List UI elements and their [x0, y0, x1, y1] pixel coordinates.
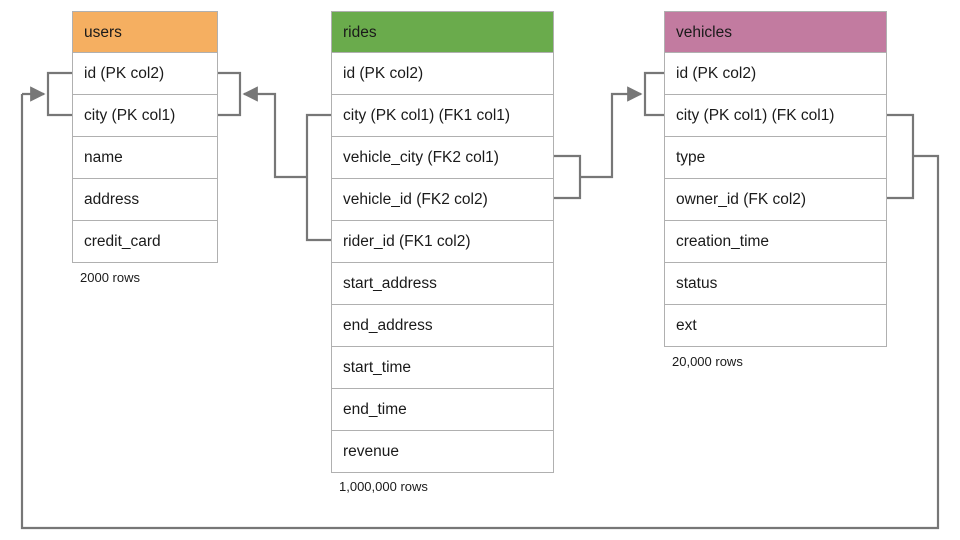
table-rides-column-vehicle-id[interactable]: vehicle_id (FK2 col2): [331, 179, 554, 221]
connector-rides-fk2-bracket: [554, 154, 582, 200]
table-rides-row-count: 1,000,000 rows: [339, 479, 428, 494]
table-rides-column-city[interactable]: city (PK col1) (FK1 col1): [331, 95, 554, 137]
table-users-row-count: 2000 rows: [80, 270, 140, 285]
table-users-header: users: [72, 11, 218, 53]
table-vehicles[interactable]: vehicles id (PK col2) city (PK col1) (FK…: [664, 11, 887, 347]
table-vehicles-column-creation-time[interactable]: creation_time: [664, 221, 887, 263]
table-users-column-name[interactable]: name: [72, 137, 218, 179]
table-rides-column-id[interactable]: id (PK col2): [331, 53, 554, 95]
table-rides-column-revenue[interactable]: revenue: [331, 431, 554, 473]
table-vehicles-column-city[interactable]: city (PK col1) (FK col1): [664, 95, 887, 137]
table-rides-column-rider-id[interactable]: rider_id (FK1 col2): [331, 221, 554, 263]
table-rides-column-end-address[interactable]: end_address: [331, 305, 554, 347]
table-vehicles-column-status[interactable]: status: [664, 263, 887, 305]
table-users-column-credit-card[interactable]: credit_card: [72, 221, 218, 263]
table-users[interactable]: users id (PK col2) city (PK col1) name a…: [72, 11, 218, 263]
table-vehicles-header: vehicles: [664, 11, 887, 53]
table-rides-column-start-address[interactable]: start_address: [331, 263, 554, 305]
table-rides-header: rides: [331, 11, 554, 53]
connector-rides-fk2-path: [580, 86, 643, 179]
table-vehicles-row-count: 20,000 rows: [672, 354, 743, 369]
table-vehicles-column-owner-id[interactable]: owner_id (FK col2): [664, 179, 887, 221]
table-rides[interactable]: rides id (PK col2) city (PK col1) (FK1 c…: [331, 11, 554, 473]
connector-users-right-bracket: [218, 71, 242, 117]
connector-rides-fk1-bracket: [305, 113, 331, 242]
table-vehicles-column-type[interactable]: type: [664, 137, 887, 179]
table-rides-column-vehicle-city[interactable]: vehicle_city (FK2 col1): [331, 137, 554, 179]
table-vehicles-column-ext[interactable]: ext: [664, 305, 887, 347]
connector-rides-fk1-path: [264, 92, 307, 179]
table-users-column-id[interactable]: id (PK col2): [72, 53, 218, 95]
table-users-column-city[interactable]: city (PK col1): [72, 95, 218, 137]
table-rides-column-start-time[interactable]: start_time: [331, 347, 554, 389]
connector-vehicles-fk-bracket: [887, 113, 915, 200]
table-users-column-address[interactable]: address: [72, 179, 218, 221]
connector-users-left-bracket: [46, 71, 72, 117]
table-vehicles-column-id[interactable]: id (PK col2): [664, 53, 887, 95]
table-rides-column-end-time[interactable]: end_time: [331, 389, 554, 431]
connector-vehicles-left-bracket: [643, 71, 664, 117]
